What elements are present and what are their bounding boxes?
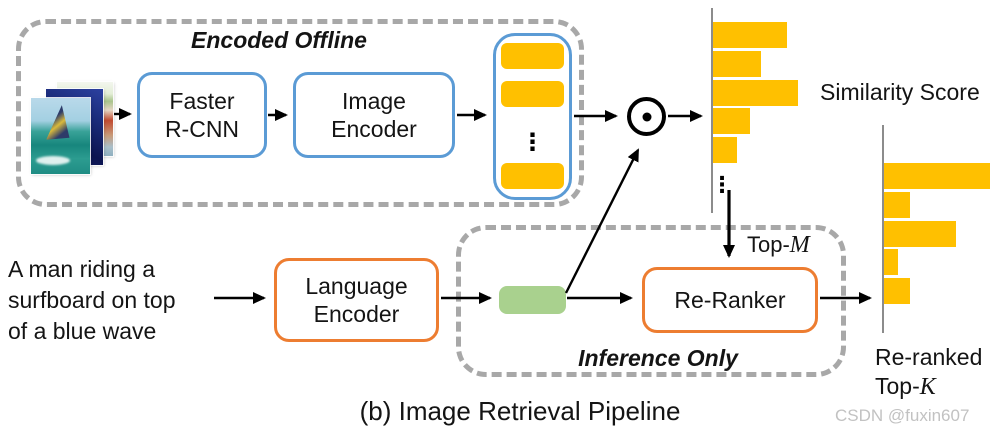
top-k-variable: K	[919, 374, 936, 400]
query-caption-text: A man riding a surfboard on top of a blu…	[8, 254, 176, 347]
re-ranked-scores-bar	[884, 163, 990, 189]
query-line3: of a blue wave	[8, 318, 157, 344]
top-m-variable: M	[789, 232, 810, 258]
text-embedding-box	[499, 286, 566, 314]
watermark-text: CSDN @fuxin607	[835, 406, 970, 425]
re-ranked-scores-bar	[884, 249, 898, 275]
re-ranker-label: Re-Ranker	[674, 287, 786, 313]
similarity-scores-bar	[713, 22, 787, 48]
similarity-score-chart	[713, 22, 823, 167]
language-encoder-line1: Language	[305, 273, 408, 299]
re-ranked-scores-bar	[884, 221, 956, 247]
feature-vector-bar	[501, 43, 564, 69]
reranked-score-chart	[884, 163, 996, 308]
faster-rcnn-node: Faster R-CNN	[137, 72, 267, 158]
top-k-prefix: Top-	[875, 373, 920, 399]
similarity-scores-bar	[713, 137, 737, 163]
gallery-photo-front-surfer	[31, 98, 90, 174]
similarity-chart-axis	[711, 8, 713, 213]
query-line1: A man riding a	[8, 256, 156, 282]
reranked-topk-label: Re-ranked Top-K	[875, 343, 982, 402]
wave-foam-shape	[36, 156, 70, 165]
figure-caption: (b) Image Retrieval Pipeline	[359, 396, 681, 426]
image-encoder-line2: Encoder	[331, 116, 417, 142]
faster-rcnn-line2: R-CNN	[164, 116, 240, 142]
re-ranker-node: Re-Ranker	[642, 267, 818, 333]
similarity-score-label: Similarity Score	[820, 79, 980, 105]
encoded-offline-label: Encoded Offline	[191, 27, 367, 53]
reranked-line1: Re-ranked	[875, 344, 983, 370]
reranked-line2: Top-K	[875, 372, 982, 402]
language-encoder-line2: Encoder	[313, 301, 400, 327]
similarity-scores-bar	[713, 80, 798, 106]
image-feature-vector-box: ⋮	[493, 33, 572, 200]
feature-vector-ellipsis: ⋮	[520, 129, 545, 156]
re-ranked-scores-bar	[884, 192, 910, 218]
inference-only-group-box	[456, 225, 846, 377]
feature-vector-bar	[501, 163, 564, 189]
similarity-chart-ellipsis: ⋮	[711, 172, 733, 197]
similarity-scores-bar	[713, 108, 750, 134]
top-m-label: Top-M	[747, 232, 810, 259]
image-encoder-line1: Image	[342, 88, 406, 114]
top-m-prefix: Top-	[747, 232, 790, 257]
encoded-offline-group-box	[16, 19, 584, 207]
query-line2: surfboard on top	[8, 287, 176, 313]
dot-product-icon	[627, 97, 666, 136]
dot-product-center-dot	[642, 112, 651, 121]
faster-rcnn-line1: Faster	[169, 88, 235, 114]
image-encoder-node: Image Encoder	[293, 72, 455, 158]
feature-vector-bar	[501, 81, 564, 107]
re-ranked-scores-bar	[884, 278, 910, 304]
similarity-scores-bar	[713, 51, 761, 77]
language-encoder-node: Language Encoder	[274, 258, 439, 342]
inference-only-label: Inference Only	[578, 345, 738, 371]
windsurf-sail-shape	[46, 104, 73, 142]
reranked-chart-axis	[882, 125, 884, 333]
